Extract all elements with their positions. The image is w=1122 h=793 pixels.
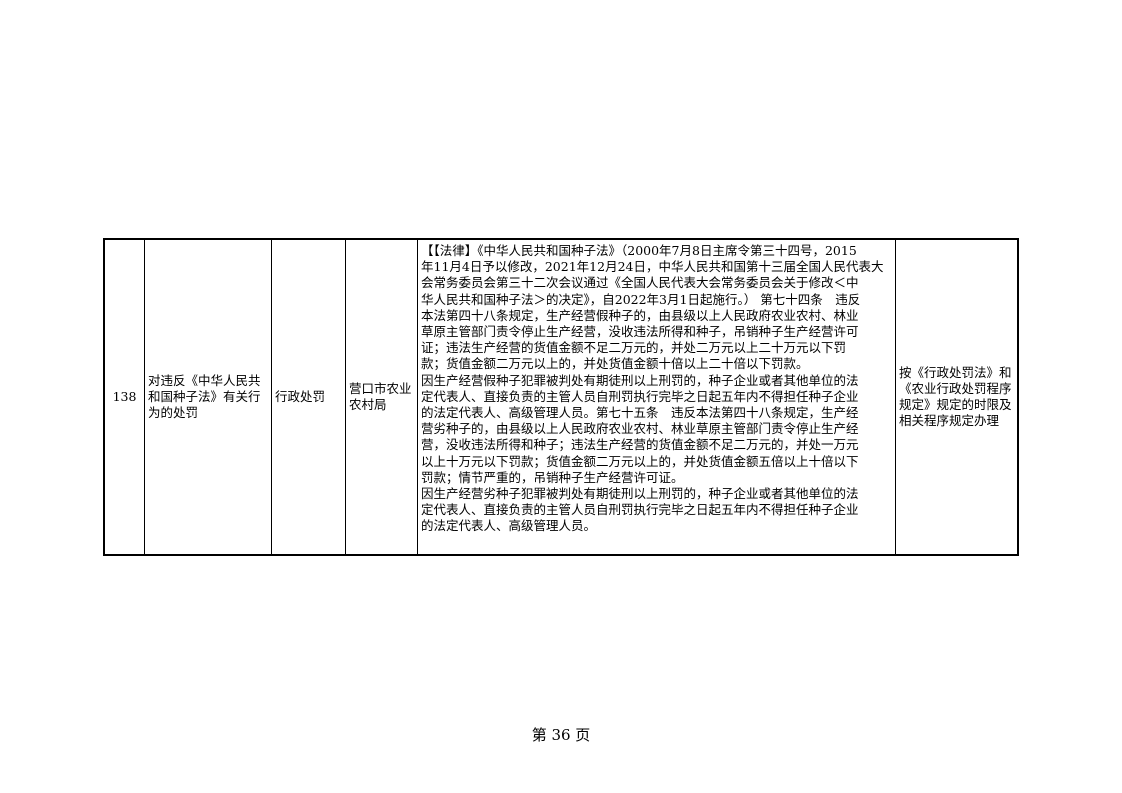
procedure-line: 相关程序规定办理 bbox=[899, 413, 1000, 429]
item-name-line: 和国种子法》有关行 bbox=[148, 388, 261, 404]
procedure-line: 《农业行政处罚程序 bbox=[899, 380, 1012, 396]
item-name-line: 为的处罚 bbox=[148, 405, 199, 421]
legal-basis-line: 本法第四十八条规定，生产经营假种子的，由县级以上人民政府农业农村、林业 bbox=[421, 307, 859, 323]
authority-line: 营口市农业 bbox=[349, 380, 412, 396]
category-cell: 行政处罚 bbox=[272, 240, 346, 554]
legal-basis-line: 以上十万元以下罚款；货值金额二万元以上的，并处货值金额五倍以上十倍以下 bbox=[421, 453, 859, 469]
procedure-cell: 按《行政处罚法》和《农业行政处罚程序规定》规定的时限及相关程序规定办理 bbox=[896, 240, 1019, 554]
authority-line: 农村局 bbox=[349, 397, 387, 412]
category: 行政处罚 bbox=[275, 388, 326, 404]
legal-basis-line: 证；违法生产经营的货值金额不足二万元的，并处二万元以上二十万元以下罚 bbox=[421, 340, 847, 356]
legal-basis-line: 款；货值金额二万元以上的，并处货值金额十倍以上二十倍以下罚款。 bbox=[421, 356, 809, 372]
legal-basis-text: 【【法律】《中华人民共和国种子法》（2000年7月8日主席令第三十四号，2015… bbox=[421, 243, 893, 535]
row-number: 138 bbox=[112, 388, 137, 404]
legal-basis-line: 定代表人、直接负责的主管人员自刑罚执行完毕之日起五年内不得担任种子企业 bbox=[421, 388, 859, 404]
item-name-line: 对违反《中华人民共 bbox=[148, 372, 261, 388]
legal-basis-line: 华人民共和国种子法＞的决定》，自2022年3月1日起施行。） 第七十四条 违反 bbox=[421, 291, 861, 307]
page-number: 第 36 页 bbox=[531, 726, 591, 744]
legal-basis-line: 会常务委员会第三十二次会议通过《全国人民代表大会常务委员会关于修改＜中 bbox=[421, 275, 859, 291]
legal-basis-line: 因生产经营假种子犯罪被判处有期徒刑以上刑罚的，种子企业或者其他单位的法 bbox=[421, 372, 859, 388]
legal-basis-line: 年11月4日予以修改，2021年12月24日，中华人民共和国第十三届全国人民代表… bbox=[421, 259, 884, 275]
legal-basis-line: 营劣种子的，由县级以上人民政府农业农村、林业草原主管部门责令停止生产经 bbox=[421, 421, 859, 437]
item-name-cell: 对违反《中华人民共和国种子法》有关行为的处罚 bbox=[145, 240, 272, 554]
authority-cell: 营口市农业农村局 bbox=[346, 240, 418, 554]
legal-basis-line: 定代表人、直接负责的主管人员自刑罚执行完毕之日起五年内不得担任种子企业 bbox=[421, 502, 859, 518]
row-number-cell: 138 bbox=[105, 240, 145, 554]
legal-basis-line: 的法定代表人、高级管理人员。第七十五条 违反本法第四十八条规定，生产经 bbox=[421, 405, 859, 421]
legal-basis-line: 营，没收违法所得和种子；违法生产经营的货值金额不足二万元的，并处一万元 bbox=[421, 437, 859, 453]
legal-basis-line: 草原主管部门责令停止生产经营，没收违法所得和种子，吊销种子生产经营许可 bbox=[421, 324, 859, 340]
legal-basis-line: 罚款；情节严重的，吊销种子生产经营许可证。 bbox=[421, 469, 684, 485]
legal-basis-cell: 【【法律】《中华人民共和国种子法》（2000年7月8日主席令第三十四号，2015… bbox=[418, 240, 896, 554]
penalty-table: 138 对违反《中华人民共和国种子法》有关行为的处罚 行政处罚 营口市农业农村局… bbox=[103, 238, 1019, 556]
procedure-line: 规定》规定的时限及 bbox=[899, 397, 1012, 412]
procedure-line: 按《行政处罚法》和 bbox=[899, 364, 1012, 380]
legal-basis-line: 的法定代表人、高级管理人员。 bbox=[421, 518, 597, 534]
legal-basis-line: 【【法律】《中华人民共和国种子法》（2000年7月8日主席令第三十四号，2015 bbox=[421, 243, 857, 258]
legal-basis-line: 因生产经营劣种子犯罪被判处有期徒刑以上刑罚的，种子企业或者其他单位的法 bbox=[421, 486, 859, 502]
